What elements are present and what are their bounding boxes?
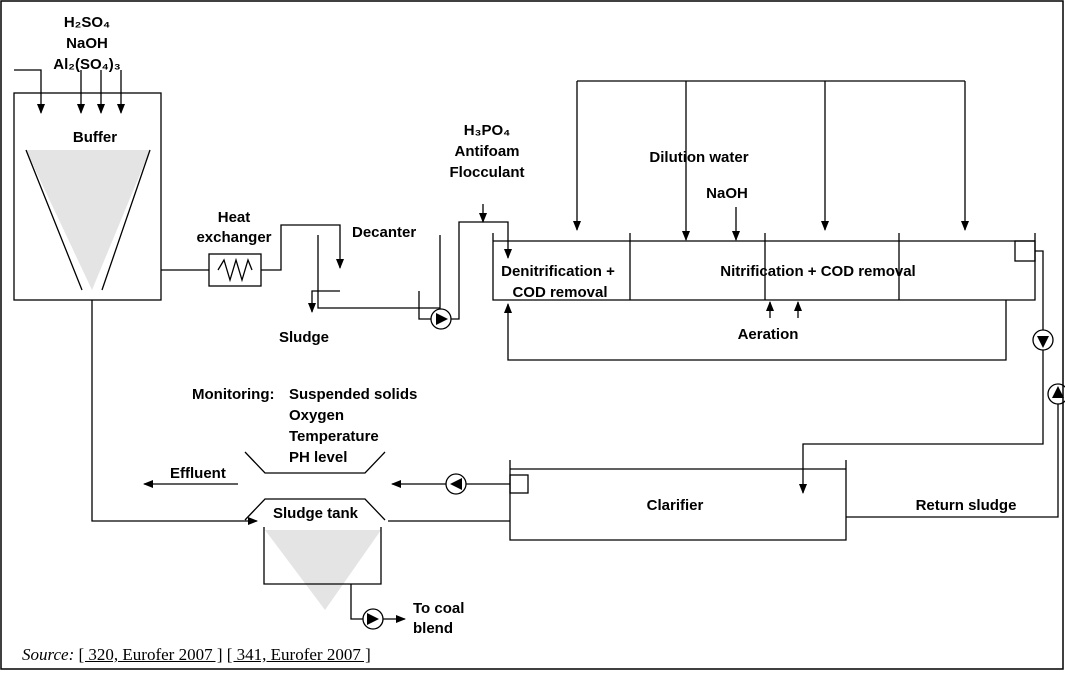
pump-reactor-arrow — [1037, 336, 1049, 348]
aeration-label: Aeration — [738, 326, 799, 343]
pump-effluent-arrow — [450, 478, 462, 490]
monitoring-oxygen: Oxygen — [289, 407, 344, 424]
reactor-outlet-box — [1014, 240, 1036, 262]
naoh-label: NaOH — [706, 185, 748, 202]
source-label: Source: — [22, 645, 75, 664]
monitoring-suspended-solids: Suspended solids — [289, 386, 417, 403]
clarifier-outlet-box — [509, 474, 529, 494]
heat-exchanger-coil — [217, 257, 253, 283]
pump-return-arrow — [1052, 386, 1064, 398]
chem-h3po4-label: H₃PO₄ — [464, 122, 511, 139]
denitrification-label-2: COD removal — [512, 284, 607, 301]
buffer-cone — [26, 150, 150, 290]
buffer-cone-left — [25, 149, 83, 291]
buffer-tank — [13, 92, 162, 301]
return-sludge-line — [846, 404, 1059, 518]
decanter-outlet — [418, 291, 431, 320]
sludge-tank-label: Sludge tank — [273, 505, 359, 522]
internal-recycle-line — [504, 300, 1007, 361]
hx-to-decanter-line — [261, 224, 344, 271]
heat-exchanger-label-2: exchanger — [196, 229, 271, 246]
chem-al2so43-label: Al₂(SO₄)₃ — [53, 56, 120, 73]
pump-decanter-arrow — [436, 313, 448, 325]
sludge-label: Sludge — [279, 329, 329, 346]
heat-exchanger-label-1: Heat — [218, 209, 251, 226]
decanter-to-bio-line — [451, 221, 512, 320]
bio-reactor — [492, 233, 1036, 301]
monitoring-station-bottom — [244, 498, 386, 521]
pump-return — [1047, 383, 1065, 405]
sludge-tank-cone — [265, 530, 381, 610]
decanter-label: Decanter — [352, 224, 416, 241]
monitoring-station-top — [244, 451, 386, 474]
source-citation: Source: [ 320, Eurofer 2007 ] [ 341, Eur… — [22, 645, 371, 665]
source-ref-2[interactable]: [ 341, Eurofer 2007 ] — [226, 645, 371, 664]
decanter-tank — [317, 235, 441, 309]
monitoring-temperature: Temperature — [289, 428, 379, 445]
chem-naoh-label: NaOH — [66, 35, 108, 52]
source-ref-1[interactable]: [ 320, Eurofer 2007 ] — [78, 645, 223, 664]
to-coal-label-2: blend — [413, 620, 453, 637]
chem-h2so4-label: H₂SO₄ — [64, 14, 110, 31]
monitoring-label: Monitoring: — [192, 386, 274, 403]
buffer-to-sludge-tank-line — [91, 300, 258, 525]
monitoring-ph-level: PH level — [289, 449, 347, 466]
buffer-cone-right — [101, 149, 151, 291]
clarifier-label: Clarifier — [647, 497, 704, 514]
nitrification-label: Nitrification + COD removal — [720, 263, 915, 280]
sludge-out-line — [308, 290, 340, 313]
denitrification-label-1: Denitrification + — [501, 263, 615, 280]
return-sludge-label: Return sludge — [916, 497, 1017, 514]
pump-sludge-arrow — [367, 613, 379, 625]
sludge-tank — [263, 527, 382, 585]
heat-exchanger — [208, 253, 262, 287]
clarifier-tank — [509, 460, 847, 541]
chem-antifoam-label: Antifoam — [455, 143, 520, 160]
pump-to-clarifier-line — [799, 350, 1044, 494]
dilution-water-label: Dilution water — [649, 149, 748, 166]
sludge-tank-outlet — [350, 584, 363, 620]
effluent-label: Effluent — [170, 465, 226, 482]
feed-arrow — [14, 69, 45, 114]
to-coal-label-1: To coal — [413, 600, 464, 617]
buffer-label: Buffer — [73, 129, 117, 146]
reactor-to-pump-line — [1035, 250, 1044, 330]
chem-flocculant-label: Flocculant — [449, 164, 524, 181]
